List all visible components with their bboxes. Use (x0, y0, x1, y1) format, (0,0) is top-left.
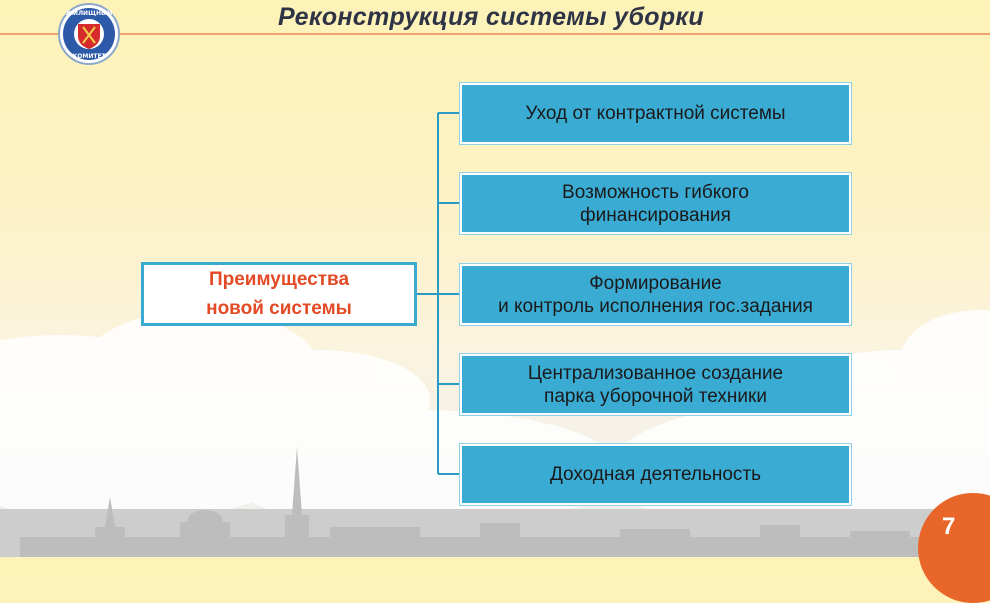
committee-logo: ЖИЛИЩНЫЙ КОМИТЕТ (58, 3, 120, 65)
page-number: 7 (942, 513, 956, 540)
item-flexible-financing: Возможность гибкого финансирования (460, 173, 851, 234)
item-income-activity: Доходная деятельность (460, 444, 851, 505)
item-line1: Уход от контрактной системы (525, 103, 786, 124)
city-skyline (0, 447, 990, 557)
item-contract-exit: Уход от контрактной системы (460, 83, 851, 144)
item-line1: Доходная деятельность (549, 464, 762, 485)
svg-text:ЖИЛИЩНЫЙ: ЖИЛИЩНЫЙ (66, 9, 113, 17)
item-line2: и контроль исполнения гос.задания (498, 295, 813, 317)
slide-title: Реконструкция системы уборки (278, 3, 704, 31)
root-node-line2: новой системы (206, 298, 352, 319)
svg-text:КОМИТЕТ: КОМИТЕТ (72, 53, 106, 60)
item-line2: парка уборочной техники (544, 385, 767, 407)
item-line1: Формирование (589, 272, 722, 294)
item-line2: финансирования (580, 204, 731, 226)
root-node-line1: Преимущества (208, 269, 350, 290)
item-vehicle-fleet: Централизованное создание парка уборочно… (460, 354, 851, 415)
item-line1: Централизованное создание (527, 362, 784, 384)
item-state-task: Формирование и контроль исполнения гос.з… (460, 264, 851, 325)
root-node-advantages: Преимущества новой системы (141, 262, 417, 326)
item-line1: Возможность гибкого (562, 181, 749, 203)
header-divider (0, 33, 990, 35)
